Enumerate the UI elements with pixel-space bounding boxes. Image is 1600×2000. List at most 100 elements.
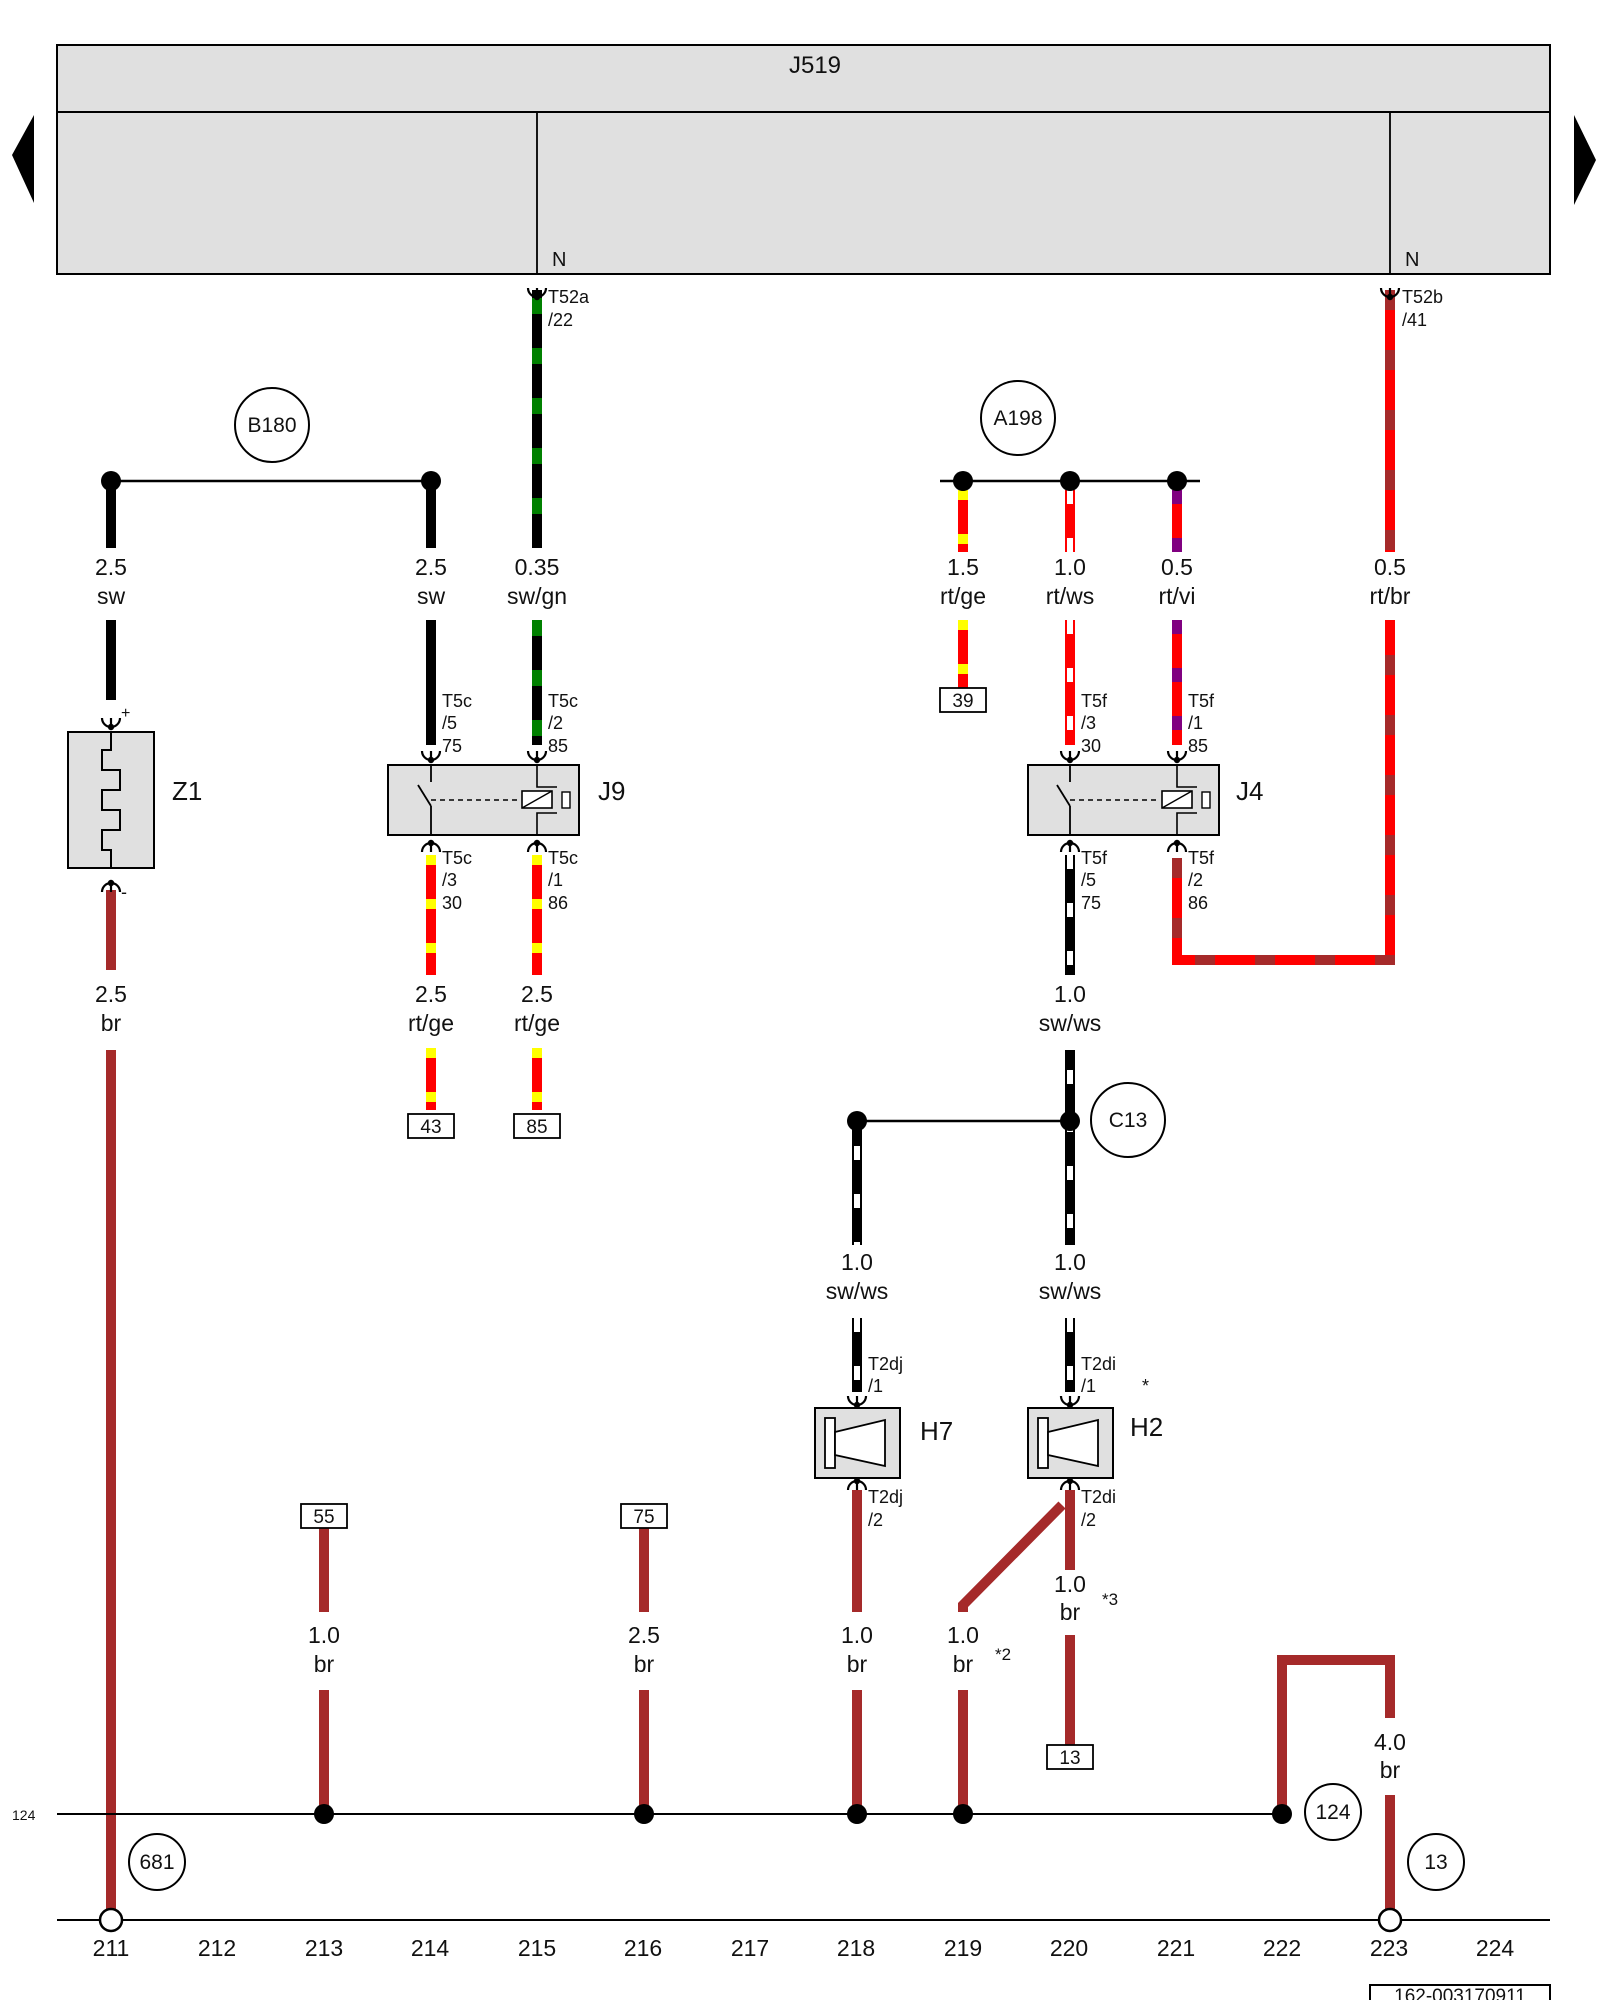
pin-label-t2di-1: T2di /1	[1081, 1354, 1116, 1396]
wire-size: 1.0	[947, 1622, 979, 1648]
circle-681-text: 681	[139, 1851, 174, 1874]
wire-color: rt/ge	[940, 583, 986, 609]
pin-label-t5c-2: T5c /2 85	[548, 691, 578, 756]
pin-text: T52b	[1402, 287, 1443, 307]
pin-label-t5f-3: T5f /3 30	[1081, 691, 1108, 756]
wire-label: 0.35 sw/gn	[507, 554, 567, 609]
splice-node	[1167, 471, 1187, 491]
z1-minus-sign: -	[121, 882, 127, 902]
pin-label-t5c-1: T5c /1 86	[548, 848, 578, 913]
ref-box-85[interactable]: 85	[513, 1113, 561, 1139]
pin-text: /41	[1402, 310, 1427, 330]
component-z1-label: Z1	[172, 776, 202, 806]
horn-h2[interactable]	[1027, 1407, 1114, 1479]
wire-color: br	[314, 1651, 335, 1677]
column-number: 211	[93, 1935, 130, 1961]
wire-color: sw/ws	[826, 1278, 889, 1304]
wire-label: 2.5 sw	[95, 554, 127, 609]
splice-node	[953, 471, 973, 491]
wire-color: br	[953, 1651, 974, 1677]
relay-j4[interactable]	[1027, 764, 1220, 836]
circle-b180-text: B180	[247, 414, 296, 437]
pin-text: /3	[442, 870, 457, 890]
z1-plus-sign: +	[121, 705, 130, 722]
ref-box-75[interactable]: 75	[620, 1503, 668, 1529]
wire-color: sw/ws	[1039, 1278, 1102, 1304]
component-z1[interactable]	[67, 731, 155, 869]
ground-node	[847, 1804, 867, 1824]
ref-box-55[interactable]: 55	[300, 1503, 348, 1529]
pin-text: /2	[1188, 870, 1203, 890]
relay-j9[interactable]	[387, 764, 580, 836]
pin-text: T5c	[548, 848, 578, 868]
wire-color: br	[101, 1010, 122, 1036]
ref-box-39[interactable]: 39	[939, 687, 987, 713]
horn-h2-label: H2	[1130, 1412, 1163, 1442]
triangle-left-icon[interactable]	[12, 115, 34, 203]
pin-text: T2di	[1081, 1354, 1116, 1374]
wire-size: 1.0	[1054, 554, 1086, 580]
pin-text: 30	[442, 893, 462, 913]
horn-h7[interactable]	[814, 1407, 901, 1479]
control-unit-j519: J519 N N	[56, 44, 1551, 275]
splice-node	[847, 1111, 867, 1131]
circle-b180: B180	[234, 387, 310, 463]
pin-text: T5f	[1188, 691, 1215, 711]
circle-681: 681	[128, 1833, 186, 1891]
ref-box-39-text: 39	[952, 691, 973, 712]
wire-label: 1.0 br *3	[1054, 1571, 1118, 1625]
pin-label-t5f-5: T5f /5 75	[1081, 848, 1108, 913]
pin-label-t52a: T52a /22	[548, 287, 590, 330]
circle-c13: C13	[1090, 1082, 1166, 1158]
wire-label: 1.0 sw/ws	[1039, 1249, 1102, 1304]
wire-label: 1.0 br	[308, 1622, 340, 1677]
pin-text: /22	[548, 310, 573, 330]
pin-text: /5	[442, 713, 457, 733]
wire-size: 0.35	[515, 554, 560, 580]
column-number: 213	[305, 1935, 343, 1961]
wire-size: 2.5	[95, 981, 127, 1007]
column-number: 221	[1157, 1935, 1195, 1961]
wire-size: 2.5	[521, 981, 553, 1007]
pin-label-t5f-1: T5f /1 85	[1188, 691, 1215, 756]
ref-box-85-text: 85	[526, 1117, 547, 1138]
relay-j4-label: J4	[1236, 776, 1263, 806]
wire-size: 2.5	[415, 981, 447, 1007]
pin-label-t2dj-1: T2dj /1	[868, 1354, 903, 1396]
wire-color: rt/ge	[408, 1010, 454, 1036]
wire-label: 1.5 rt/ge	[940, 554, 986, 609]
pin-label-t2di-2: T2di /2	[1081, 1487, 1116, 1530]
splice-node	[1060, 1111, 1080, 1131]
ground-node	[1272, 1804, 1292, 1824]
wire-label: 1.0 rt/ws	[1046, 554, 1095, 609]
pin-n-right: N	[1405, 249, 1419, 271]
pin-n-left: N	[552, 249, 566, 271]
wire-label: 0.5 rt/vi	[1158, 554, 1195, 609]
splice-node	[421, 471, 441, 491]
circle-124-text: 124	[1315, 1801, 1350, 1824]
ground-bus-label: 124	[12, 1807, 36, 1823]
pin-text: 86	[1188, 893, 1208, 913]
wire-label: 2.5 sw	[415, 554, 447, 609]
pin-text: T5f	[1188, 848, 1215, 868]
wire-size: 1.5	[947, 554, 979, 580]
wire-color: br	[847, 1651, 868, 1677]
ref-box-13[interactable]: 13	[1046, 1744, 1094, 1770]
pin-text: 85	[548, 736, 568, 756]
wire-note: *2	[995, 1645, 1011, 1664]
wire-size: 1.0	[308, 1622, 340, 1648]
wire-label: 1.0 sw/ws	[1039, 981, 1102, 1036]
pin-text: /5	[1081, 870, 1096, 890]
pin-text: /2	[868, 1510, 883, 1530]
pin-text: T5c	[548, 691, 578, 711]
pin-text: /2	[1081, 1510, 1096, 1530]
column-number: 216	[624, 1935, 662, 1961]
triangle-right-icon[interactable]	[1574, 115, 1596, 205]
diagram-code-text: 162-003170911	[1394, 1986, 1526, 2000]
wire-size: 1.0	[841, 1622, 873, 1648]
wire-size: 4.0	[1374, 1729, 1406, 1755]
ref-box-43[interactable]: 43	[407, 1113, 455, 1139]
circle-c13-text: C13	[1109, 1109, 1148, 1132]
column-number: 222	[1263, 1935, 1301, 1961]
